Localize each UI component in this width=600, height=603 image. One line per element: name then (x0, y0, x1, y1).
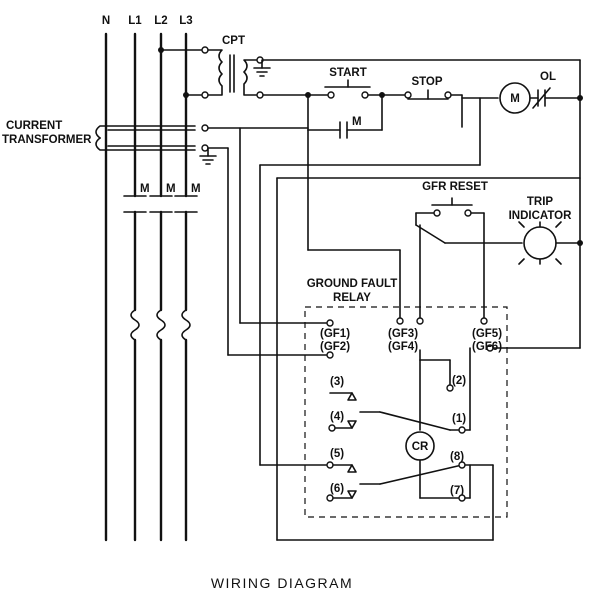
diagram-title: WIRING DIAGRAM (211, 575, 353, 591)
relay-title-1: GROUND FAULT (307, 278, 398, 290)
contact-8: (8) (450, 451, 464, 463)
contact-3: (3) (330, 376, 344, 388)
trip-indicator (518, 221, 581, 265)
term-gf4: (GF4) (388, 341, 418, 353)
start-label: START (329, 67, 366, 79)
main-contact-label-2: M (166, 183, 176, 195)
relay-title-2: RELAY (333, 292, 371, 304)
cr-label: CR (412, 441, 429, 453)
current-transformer (95, 124, 309, 165)
contact-2: (2) (452, 375, 466, 387)
relay-contacts-5-8 (326, 461, 494, 502)
supply-lines (104, 32, 188, 542)
main-contact-label-1: M (140, 183, 150, 195)
relay-box (304, 306, 508, 518)
cpt-transformer (160, 46, 271, 99)
term-gf6: (GF6) (472, 341, 502, 353)
label-l2: L2 (154, 15, 167, 27)
term-gf2: (GF2) (320, 341, 350, 353)
ct-label-2: TRANSFORMER (2, 134, 92, 146)
ol-contact (532, 87, 581, 109)
stop-button (404, 89, 463, 128)
gfr-reset-label: GFR RESET (422, 181, 488, 193)
trip-label-1: TRIP (527, 196, 554, 208)
gfr-reset-button (415, 197, 523, 319)
m-holding-contact (307, 94, 383, 139)
ct-label-1: CURRENT (6, 120, 62, 132)
contact-4: (4) (330, 411, 344, 423)
label-l3: L3 (179, 15, 192, 27)
trip-label-2: INDICATOR (509, 210, 573, 222)
ol-label: OL (540, 71, 556, 83)
contact-5: (5) (330, 448, 344, 460)
term-gf5: (GF5) (472, 328, 502, 340)
relay-contacts-1-4 (328, 392, 460, 432)
term-gf1: (GF1) (320, 328, 350, 340)
stop-label: STOP (411, 76, 442, 88)
main-contact-label-3: M (191, 183, 201, 195)
contact-6: (6) (330, 483, 344, 495)
contact-7: (7) (450, 485, 464, 497)
contact-1: (1) (452, 413, 466, 425)
start-button (307, 79, 406, 99)
term-gf3: (GF3) (388, 328, 418, 340)
m-holding-label: M (352, 116, 362, 128)
label-l1: L1 (128, 15, 142, 27)
main-contacts (123, 195, 198, 213)
cpt-label: CPT (222, 35, 245, 47)
overload-heaters (130, 309, 191, 341)
motor-label: M (510, 93, 520, 105)
label-n: N (102, 15, 110, 27)
